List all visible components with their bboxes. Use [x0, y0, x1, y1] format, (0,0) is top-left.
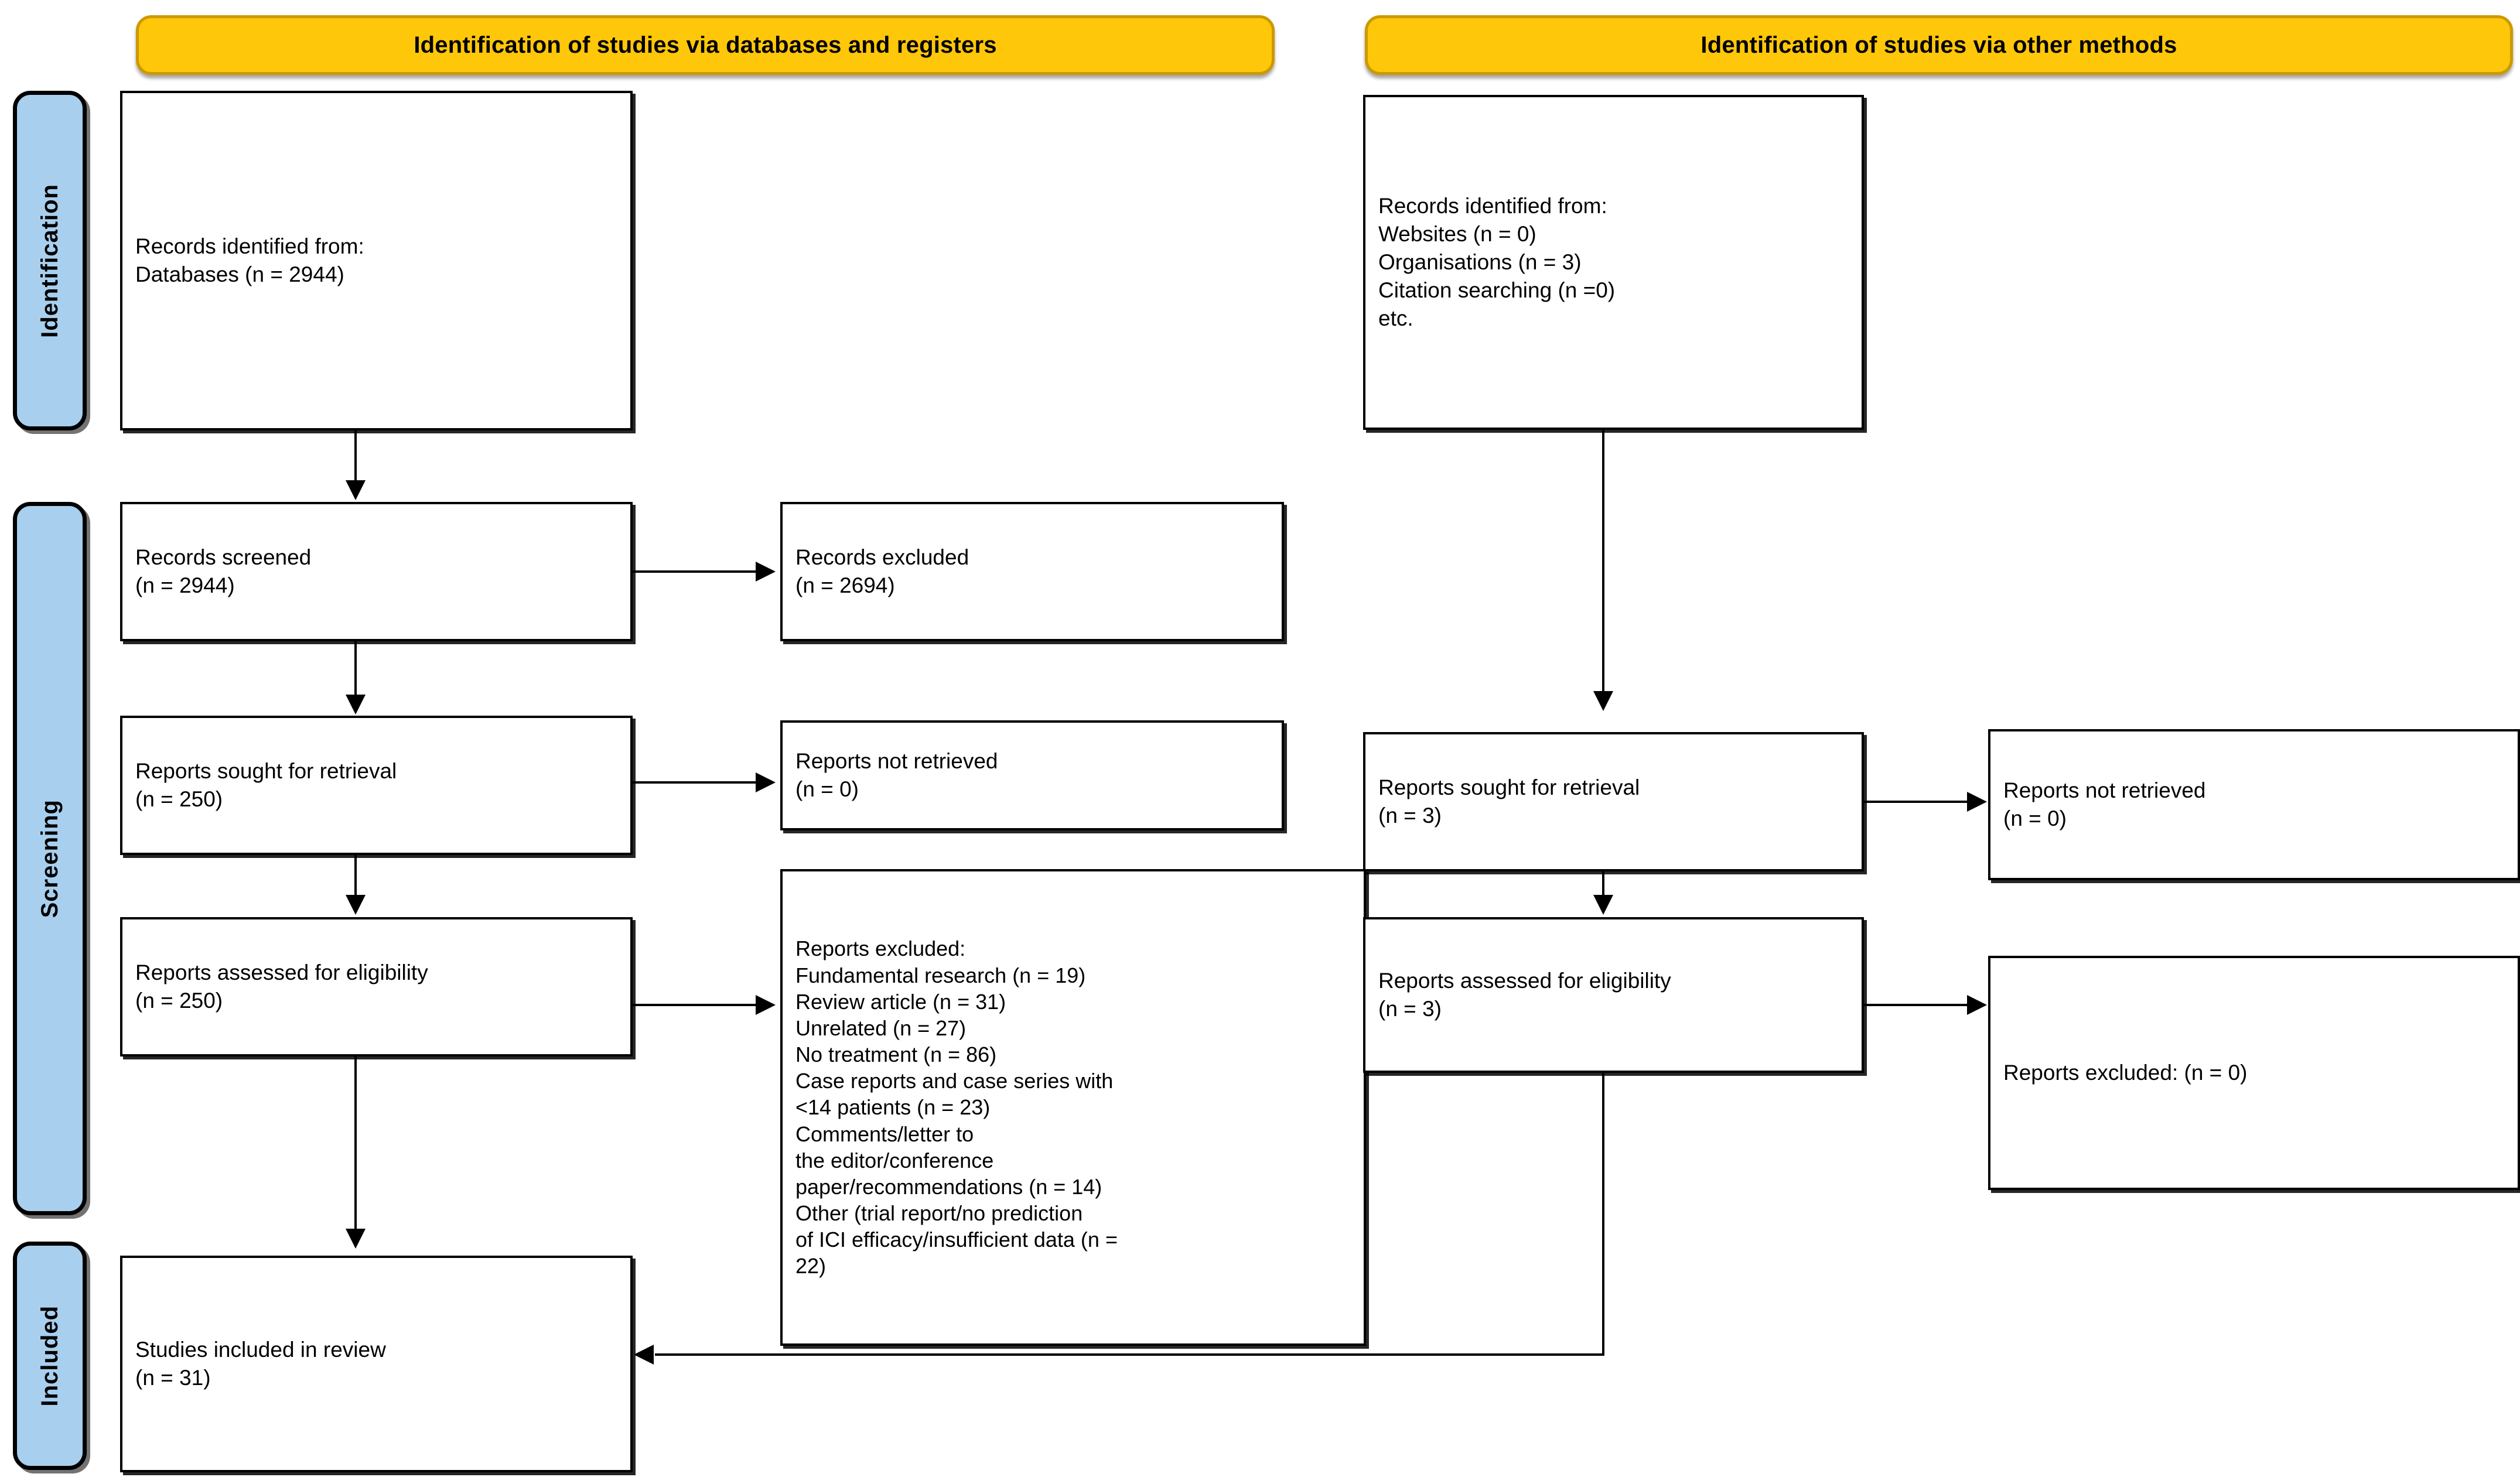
- arrowhead-screened-to-excluded: [756, 562, 776, 582]
- arrowhead-other-assessed-to-studies-included: [634, 1345, 654, 1365]
- box-records-identified-databases: Records identified from: Databases (n = …: [120, 91, 633, 430]
- stage-pill-screening: Screening: [13, 502, 87, 1215]
- arrowhead-screened-to-sought: [346, 695, 366, 714]
- arrowhead-other-identified-to-sought: [1593, 691, 1613, 711]
- box-records-excluded: Records excluded (n = 2694): [780, 502, 1284, 641]
- box-studies-included: Studies included in review (n = 31): [120, 1256, 633, 1472]
- connector-screened-to-sought: [354, 641, 357, 697]
- records-identified-other-text: Records identified from: Websites (n = 0…: [1378, 193, 1616, 331]
- box-records-identified-other: Records identified from: Websites (n = 0…: [1363, 95, 1864, 430]
- banner-databases-label: Identification of studies via databases …: [414, 32, 997, 58]
- stage-label-identification: Identification: [36, 183, 63, 338]
- box-reports-not-retrieved-other: Reports not retrieved (n = 0): [1988, 729, 2520, 880]
- connector-screened-to-excluded: [633, 570, 759, 573]
- banner-other-methods-label: Identification of studies via other meth…: [1701, 32, 2177, 58]
- reports-not-retrieved-other-text: Reports not retrieved (n = 0): [2003, 778, 2206, 830]
- reports-sought-other-text: Reports sought for retrieval (n = 3): [1378, 775, 1640, 828]
- connector-sought-to-not-retrieved: [633, 781, 759, 784]
- stage-pill-identification: Identification: [13, 91, 87, 430]
- arrowhead-other-sought-to-assessed: [1593, 895, 1613, 915]
- box-records-screened: Records screened (n = 2944): [120, 502, 633, 641]
- records-identified-databases-text: Records identified from: Databases (n = …: [135, 234, 364, 286]
- records-screened-text: Records screened (n = 2944): [135, 545, 312, 597]
- arrowhead-other-sought-to-not-retrieved: [1967, 792, 1987, 812]
- connector-other-sought-to-not-retrieved: [1864, 801, 1969, 803]
- studies-included-text: Studies included in review (n = 31): [135, 1337, 386, 1390]
- box-reports-excluded-databases: Reports excluded: Fundamental research (…: [780, 869, 1366, 1346]
- connector-other-identified-to-sought: [1602, 430, 1604, 693]
- box-reports-sought-other: Reports sought for retrieval (n = 3): [1363, 732, 1864, 871]
- box-reports-assessed-other: Reports assessed for eligibility (n = 3): [1363, 917, 1864, 1073]
- arrowhead-other-assessed-to-excluded: [1967, 995, 1987, 1015]
- connector-assessed-to-reports-excluded: [633, 1004, 759, 1006]
- connector-assessed-to-studies-included: [354, 1057, 357, 1230]
- reports-sought-databases-text: Reports sought for retrieval (n = 250): [135, 758, 397, 811]
- connector-other-assessed-to-studies-included: [655, 1353, 1604, 1356]
- reports-not-retrieved-databases-text: Reports not retrieved (n = 0): [795, 748, 998, 801]
- reports-assessed-other-text: Reports assessed for eligibility (n = 3): [1378, 968, 1671, 1021]
- connector-sought-to-assessed: [354, 855, 357, 897]
- box-reports-excluded-other: Reports excluded: (n = 0): [1988, 956, 2520, 1190]
- box-reports-not-retrieved-databases: Reports not retrieved (n = 0): [780, 720, 1284, 830]
- arrowhead-identified-to-screened: [346, 480, 366, 500]
- stage-pill-included: Included: [13, 1242, 87, 1470]
- records-excluded-text: Records excluded (n = 2694): [795, 545, 969, 597]
- connector-other-assessed-to-excluded: [1864, 1004, 1969, 1006]
- banner-other-methods: Identification of studies via other meth…: [1365, 15, 2513, 75]
- arrowhead-sought-to-assessed: [346, 895, 366, 915]
- box-reports-sought-databases: Reports sought for retrieval (n = 250): [120, 716, 633, 855]
- reports-assessed-databases-text: Reports assessed for eligibility (n = 25…: [135, 960, 428, 1013]
- arrowhead-sought-to-not-retrieved: [756, 772, 776, 792]
- stage-label-included: Included: [36, 1305, 63, 1407]
- connector-identified-to-screened: [354, 430, 357, 483]
- reports-excluded-other-text: Reports excluded: (n = 0): [2003, 1060, 2248, 1085]
- stage-label-screening: Screening: [36, 799, 63, 918]
- banner-databases-and-registers: Identification of studies via databases …: [136, 15, 1275, 75]
- arrowhead-assessed-to-studies-included: [346, 1229, 366, 1249]
- connector-other-assessed-down: [1602, 1073, 1604, 1356]
- box-reports-assessed-databases: Reports assessed for eligibility (n = 25…: [120, 917, 633, 1057]
- reports-excluded-databases-text: Reports excluded: Fundamental research (…: [795, 936, 1118, 1278]
- connector-other-sought-to-assessed: [1602, 871, 1604, 897]
- arrowhead-assessed-to-reports-excluded: [756, 995, 776, 1015]
